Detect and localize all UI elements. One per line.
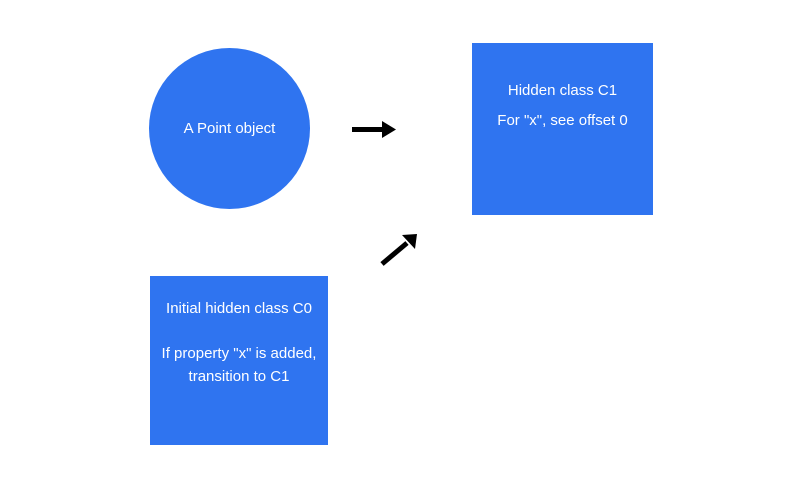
arrow-up-right-icon: [380, 234, 417, 266]
node-hidden-class-c1[interactable]: Hidden class C1 For "x", see offset 0: [472, 43, 653, 215]
node-hidden-class-c1-line-2: For "x", see offset 0: [497, 112, 628, 129]
node-hidden-class-c0[interactable]: Initial hidden class C0 If property "x" …: [150, 276, 328, 445]
node-hidden-class-c0-line-3: transition to C1: [188, 368, 290, 385]
node-hidden-class-c0-line-2: If property "x" is added,: [161, 345, 317, 362]
node-point-object[interactable]: A Point object: [149, 48, 310, 209]
node-hidden-class-c1-line-1: Hidden class C1: [507, 82, 618, 99]
node-point-object-line-1: A Point object: [183, 120, 276, 137]
node-hidden-class-c0-line-1: Initial hidden class C0: [166, 300, 312, 317]
arrow-right-icon: [352, 121, 396, 138]
